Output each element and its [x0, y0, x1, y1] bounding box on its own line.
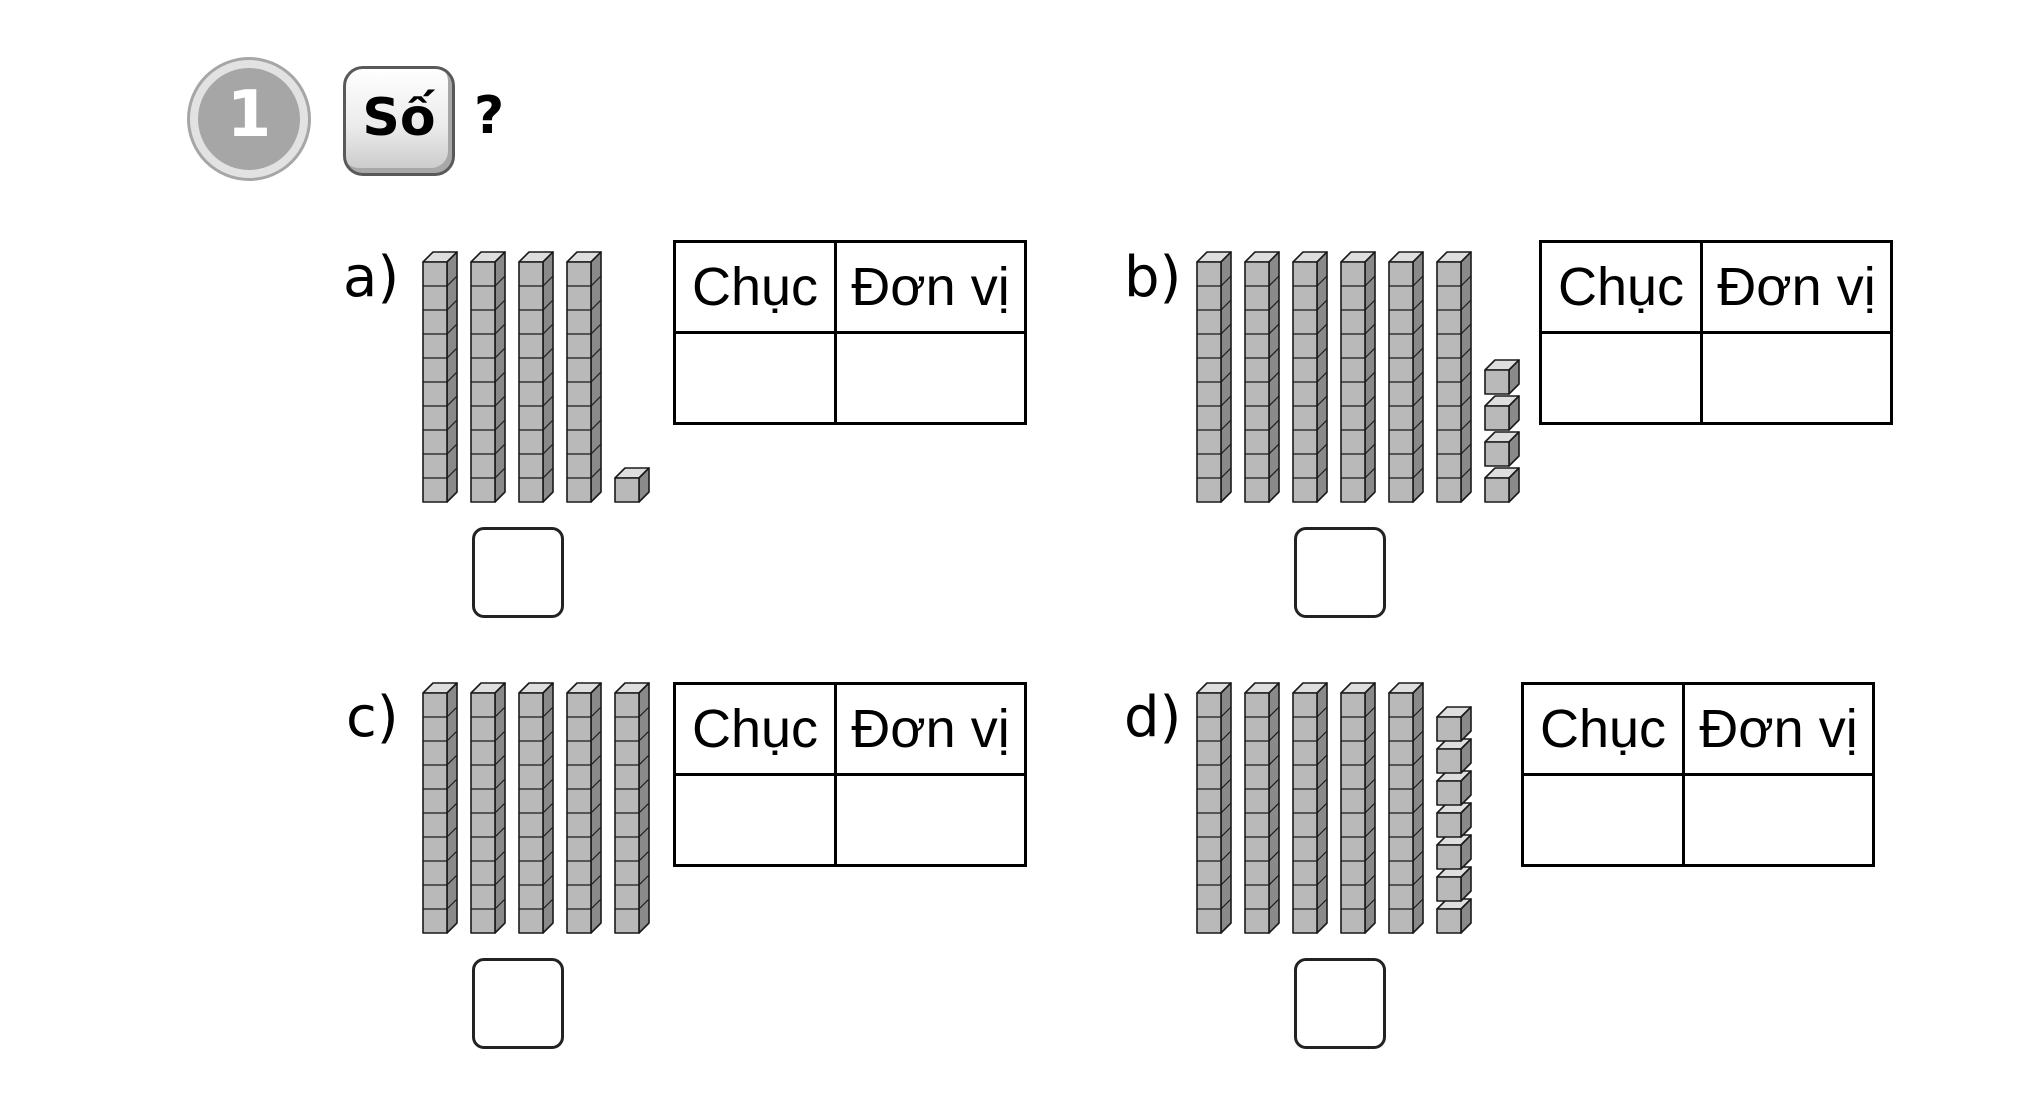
unit-cube-block-icon [1436, 706, 1472, 742]
tens-answer-cell[interactable] [1521, 773, 1685, 867]
ten-rod-block-icon [566, 682, 602, 934]
tens-header: Chục [1521, 682, 1685, 776]
so-instruction-button: Số [343, 66, 455, 176]
ones-answer-cell[interactable] [1682, 773, 1875, 867]
part-d-place-value-table: Chục Đơn vị [1521, 682, 1875, 867]
ones-header: Đơn vị [1700, 240, 1893, 334]
ones-answer-cell[interactable] [834, 773, 1027, 867]
part-a-place-value-table: Chục Đơn vị [673, 240, 1027, 425]
ones-header: Đơn vị [1682, 682, 1875, 776]
ten-rod-block-icon [518, 251, 554, 503]
ten-rod-block-icon [1340, 251, 1376, 503]
part-d-label: d) [1124, 685, 1182, 750]
unit-cube-block-icon [1484, 431, 1520, 467]
tens-answer-cell[interactable] [673, 331, 837, 425]
ones-answer-cell[interactable] [834, 331, 1027, 425]
ten-rod-block-icon [518, 682, 554, 934]
ten-rod-block-icon [1388, 682, 1424, 934]
part-a-answer-box[interactable] [472, 527, 564, 618]
ten-rod-block-icon [422, 251, 458, 503]
unit-cube-block-icon [1484, 359, 1520, 395]
so-label: Số [362, 88, 436, 148]
exercise-number: 1 [226, 78, 272, 152]
part-d-answer-box[interactable] [1294, 958, 1386, 1049]
part-b-answer-box[interactable] [1294, 527, 1386, 618]
ten-rod-block-icon [1196, 682, 1232, 934]
ten-rod-block-icon [1196, 251, 1232, 503]
ones-answer-cell[interactable] [1700, 331, 1893, 425]
ten-rod-block-icon [422, 682, 458, 934]
unit-cube-block-icon [1484, 467, 1520, 503]
unit-cube-block-icon [1436, 834, 1472, 870]
unit-cube-block-icon [1436, 898, 1472, 934]
ten-rod-block-icon [1244, 682, 1280, 934]
ones-header: Đơn vị [834, 240, 1027, 334]
ten-rod-block-icon [1244, 251, 1280, 503]
ten-rod-block-icon [1292, 682, 1328, 934]
unit-cube-block-icon [1484, 395, 1520, 431]
question-mark: ? [474, 86, 505, 146]
ten-rod-block-icon [614, 682, 650, 934]
tens-header: Chục [673, 240, 837, 334]
ten-rod-block-icon [1340, 682, 1376, 934]
ten-rod-block-icon [1388, 251, 1424, 503]
ten-rod-block-icon [1436, 251, 1472, 503]
ten-rod-block-icon [470, 251, 506, 503]
ten-rod-block-icon [566, 251, 602, 503]
unit-cube-block-icon [1436, 802, 1472, 838]
tens-answer-cell[interactable] [673, 773, 837, 867]
unit-cube-block-icon [1436, 866, 1472, 902]
ten-rod-block-icon [1292, 251, 1328, 503]
part-b-label: b) [1124, 245, 1182, 310]
part-c-place-value-table: Chục Đơn vị [673, 682, 1027, 867]
part-c-label: c) [346, 685, 399, 750]
unit-cube-block-icon [614, 467, 650, 503]
tens-header: Chục [1539, 240, 1703, 334]
part-a-label: a) [343, 245, 400, 310]
part-b-place-value-table: Chục Đơn vị [1539, 240, 1893, 425]
ten-rod-block-icon [470, 682, 506, 934]
exercise-number-badge: 1 [190, 60, 308, 178]
tens-header: Chục [673, 682, 837, 776]
unit-cube-block-icon [1436, 770, 1472, 806]
part-c-answer-box[interactable] [472, 958, 564, 1049]
unit-cube-block-icon [1436, 738, 1472, 774]
ones-header: Đơn vị [834, 682, 1027, 776]
tens-answer-cell[interactable] [1539, 331, 1703, 425]
